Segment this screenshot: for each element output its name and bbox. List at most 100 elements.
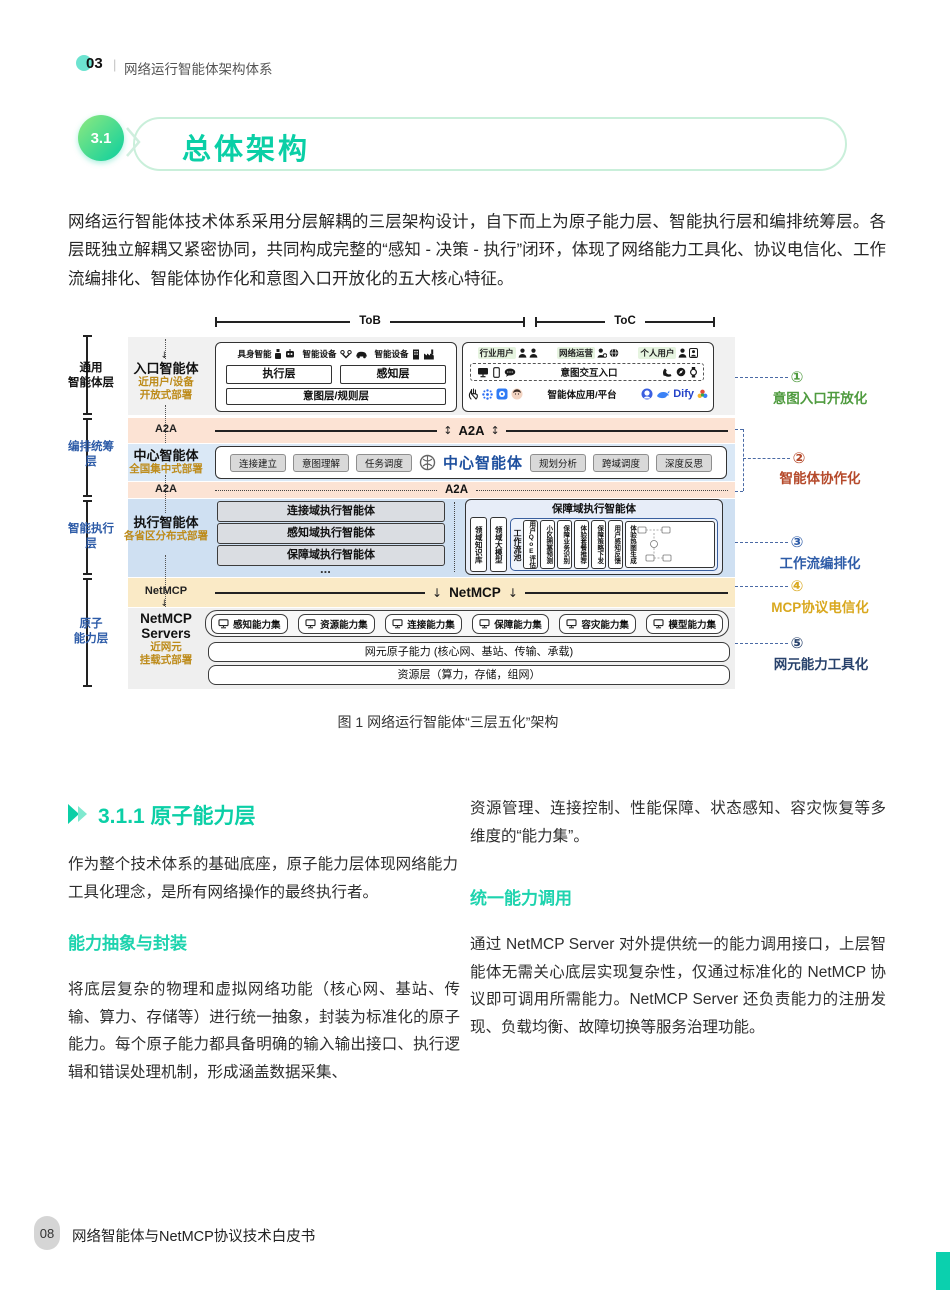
- capability-sets-container: 感知能力集 资源能力集 连接能力集 保障能力集 容灾能力集 模型能力集: [205, 610, 729, 637]
- industry-user-group: 行业用户: [477, 347, 538, 359]
- domain-model-chip: 领域大模型: [490, 517, 507, 572]
- intent-entry-label: 意图交互入口: [560, 368, 618, 379]
- workflow-step-chip: 体验套餐推荐: [574, 520, 589, 569]
- guarantee-title: 保障域执行智能体: [552, 503, 636, 515]
- left-subheading: 能力抽象与封装: [68, 934, 187, 953]
- workflow-pool-label: 工作流池: [513, 528, 522, 561]
- capability-label: 容灾能力集: [581, 619, 629, 631]
- capability-label: 保障能力集: [494, 619, 542, 631]
- avatar-icon: [511, 388, 523, 400]
- annotation-bracket-bottom: [735, 491, 743, 492]
- personal-user-label: 个人用户: [638, 347, 677, 359]
- annotation-number-4: ④: [790, 578, 804, 595]
- annotation-number-5: ⑤: [790, 635, 804, 652]
- tob-sense-layer-box: 感知层: [340, 365, 446, 384]
- layer-label-general-line2: 智能体层: [68, 377, 114, 389]
- capability-pill: 保障能力集: [472, 613, 549, 634]
- entry-device-icons-right: [662, 366, 697, 378]
- user-badge-icon: [689, 348, 699, 358]
- netmcp-servers-deploy2: 挂载式部署: [139, 654, 193, 666]
- capability-pill: 感知能力集: [211, 613, 288, 634]
- annotation-bracket-top: [735, 429, 743, 430]
- dify-logo: Dify: [673, 388, 694, 400]
- entry-agent-name: 入口智能体: [133, 361, 199, 376]
- central-pill: 任务调度: [355, 453, 412, 472]
- industry-user-label: 行业用户: [477, 347, 516, 359]
- exec-ellipsis: ...: [320, 561, 331, 576]
- rail-bracket-3: [82, 500, 92, 575]
- entry-device-icons-left: [477, 366, 516, 378]
- intent-entry-strip: 意图交互入口: [470, 363, 704, 381]
- a2a-bus-label-2: A2A: [445, 484, 469, 496]
- exec-agent-name: 执行智能体: [133, 515, 199, 530]
- right-subheading: 统一能力调用: [470, 889, 572, 908]
- exec-domain-box: 保障域执行智能体: [217, 545, 445, 566]
- workflow-step-chip: 用户QoE评估: [523, 520, 538, 569]
- netmcp-servers-name2: Servers: [141, 626, 191, 641]
- capability-pill: 模型能力集: [646, 613, 723, 634]
- embodied-ai-label: 具身智能: [237, 349, 272, 359]
- tob-label: ToB: [359, 315, 381, 327]
- resource-layer-bar: 资源层（算力，存储，组网）: [208, 665, 730, 685]
- brain-icon: [419, 454, 436, 471]
- down-arrow-icon: ↓: [160, 599, 169, 609]
- robot-head-icon: [286, 349, 295, 358]
- globe-icon: [609, 348, 619, 358]
- subsection-play-icon: [68, 804, 87, 824]
- layer-label-atomic: 原子 能力层: [68, 617, 114, 647]
- server-monitor-icon: [566, 618, 577, 628]
- workflow-step-chip: 保障策略下发: [591, 520, 606, 569]
- a2a-bus-2: A2A: [215, 482, 728, 498]
- updown-arrow-icon: ↕: [490, 424, 500, 437]
- workflow-pool-box: 工作流池 用户QoE评估 小区拥塞预测 保障业务识别 体验套餐推荐 保障策略下发…: [510, 518, 718, 571]
- entity-connector-2: [165, 405, 166, 443]
- tob-devices-box: 具身智能 智能设备 智能设备 执行层 感知层 意图层/规则层: [215, 342, 457, 412]
- app-icons-right: Dify: [641, 388, 708, 400]
- chat-bubble-icon: [504, 368, 516, 377]
- annotation-number-1: ①: [790, 369, 804, 386]
- netmcp-line-right: [524, 591, 728, 594]
- heatmap-generation-box: 体验热图生成: [625, 521, 715, 568]
- a2a-dotted-right: [476, 489, 728, 491]
- smartphone-icon: [493, 366, 500, 378]
- hand-gesture-icon: [468, 388, 478, 400]
- exec-domain-box: 感知域执行智能体: [217, 523, 445, 544]
- monitor-icon: [478, 367, 488, 377]
- factory-icon: [423, 349, 434, 359]
- workflow-step-chip: 用户感知反馈: [608, 520, 623, 569]
- exec-domain-box: 连接域执行智能体: [217, 501, 445, 522]
- annotation-line-3: [735, 542, 788, 543]
- car-icon: [355, 351, 367, 358]
- layer-label-orchestration-line2: 层: [85, 456, 97, 468]
- netmcp-left-label: NetMCP: [144, 585, 188, 597]
- subsection-title: 3.1.1 原子能力层: [98, 805, 256, 828]
- capability-label: 模型能力集: [668, 619, 716, 631]
- left-paragraph: 将底层复杂的物理和虚拟网络功能（核心网、基站、传输、算力、存储等）进行统一抽象，…: [68, 981, 460, 1081]
- netmcp-bus-label: NetMCP: [449, 585, 501, 600]
- netmcp-line-left: [215, 591, 425, 594]
- right-paragraph: 通过 NetMCP Server 对外提供统一的能力调用接口，上层智能体无需关心…: [470, 936, 886, 1036]
- layer-label-atomic-line1: 原子: [79, 618, 103, 630]
- operator-gear-icon: [597, 348, 607, 358]
- header-accent-dot: [76, 55, 92, 71]
- personal-user-group: 个人用户: [638, 347, 699, 359]
- section-title: 总体架构: [182, 134, 311, 166]
- central-agent-box: 连接建立 意图理解 任务调度 中心智能体 规划分析 跨域调度 深度反思: [215, 446, 727, 479]
- a2a-line-right: [505, 429, 729, 432]
- layer-label-execution-line2: 层: [85, 538, 97, 550]
- a2a-bus-1: ↕ A2A ↕: [215, 418, 729, 443]
- server-monitor-icon: [218, 618, 229, 628]
- right-continuation-paragraph: 资源管理、连接控制、性能保障、状态感知、容灾恢复等多维度的“能力集”。: [470, 800, 886, 845]
- network-app-icon: [482, 388, 493, 400]
- assistant-app-icon: [496, 388, 508, 400]
- down-arrow-icon: ↓: [507, 585, 518, 600]
- layer-label-general-line1: 通用: [79, 362, 103, 374]
- toc-user-row: 行业用户 网络运营 个人用户: [463, 347, 713, 359]
- entity-exec-agent: 执行智能体 各省区分布式部署: [120, 515, 212, 543]
- entry-agent-deploy2: 开放式部署: [139, 389, 193, 401]
- capability-pill: 资源能力集: [298, 613, 375, 634]
- capability-label: 连接能力集: [407, 619, 455, 631]
- whale-app-icon: [657, 390, 670, 398]
- annotation-line-1: [735, 377, 788, 378]
